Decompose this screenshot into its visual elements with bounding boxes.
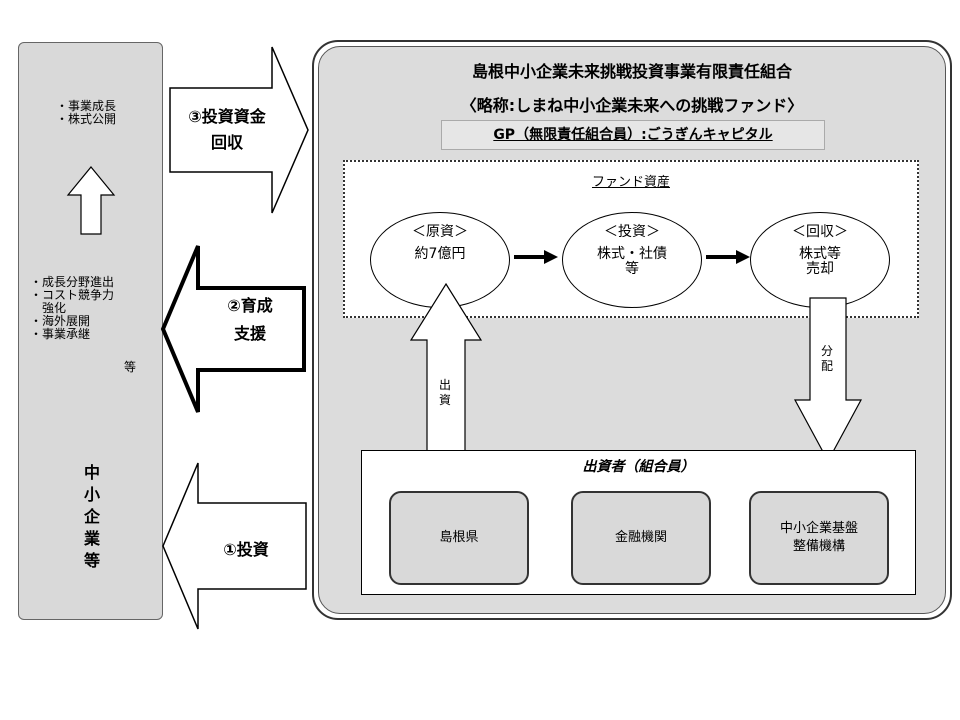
investor-smrj: 中小企業基盤 整備機構 (749, 491, 889, 585)
capital-ellipse: ＜原資＞ 約7億円 (370, 212, 510, 308)
fund-assets-title: ファンド資産 (591, 175, 670, 190)
recover-arrow (169, 46, 309, 214)
sme-goals-etc: 等 (124, 360, 137, 374)
growth-up-arrow (66, 166, 116, 235)
capital-head: ＜原資＞ (412, 224, 468, 240)
recovery-ellipse: ＜回収＞ 株式等 売却 (750, 212, 890, 308)
investor-shimane-label: 島根県 (439, 530, 479, 545)
contribution-up-arrow (409, 282, 483, 459)
sme-outcomes-text: ・事業成長 ・株式公開 (56, 99, 117, 126)
gp-label: GP（無限責任組合員）:ごうぎんキャピタル (441, 120, 825, 150)
capital-to-investment-arrow (514, 250, 558, 264)
support-arrow-label: ②育成 支援 (227, 296, 273, 343)
investment-ellipse: ＜投資＞ 株式・社債 等 (562, 212, 702, 308)
fund-title: 島根中小企業未来挑戦投資事業有限責任組合 (471, 62, 792, 81)
sme-panel (18, 42, 163, 620)
investment-head: ＜投資＞ (604, 224, 660, 240)
distribution-label: 分 配 (820, 344, 833, 373)
investor-financial-institutions: 金融機関 (571, 491, 711, 585)
investors-title: 出資者（組合員） (582, 459, 695, 475)
capital-body: 約7億円 (414, 246, 466, 262)
sme-goals-text: ・成長分野進出 ・コスト競争力 強化 ・海外展開 ・事業承継 (30, 275, 115, 341)
investment-body: 株式・社債 等 (597, 246, 667, 277)
recovery-body: 株式等 売却 (799, 246, 841, 277)
support-arrow (160, 245, 306, 413)
invest-arrow-label: ①投資 (223, 540, 269, 559)
sme-label: 中 小 企 業 等 (83, 463, 100, 570)
contribution-label: 出 資 (438, 378, 451, 407)
investor-smrj-label: 中小企業基盤 整備機構 (779, 521, 858, 554)
investor-financial-label: 金融機関 (614, 530, 667, 545)
recovery-head: ＜回収＞ (792, 224, 848, 240)
recover-arrow-label: ③投資資金 回収 (188, 107, 266, 152)
investment-to-recovery-arrow (706, 250, 750, 264)
investor-shimane: 島根県 (389, 491, 529, 585)
invest-arrow (162, 462, 307, 630)
fund-subtitle: 〈略称:しまね中小企業未来への挑戦ファンド〉 (460, 96, 804, 115)
distribution-down-arrow (793, 297, 863, 463)
